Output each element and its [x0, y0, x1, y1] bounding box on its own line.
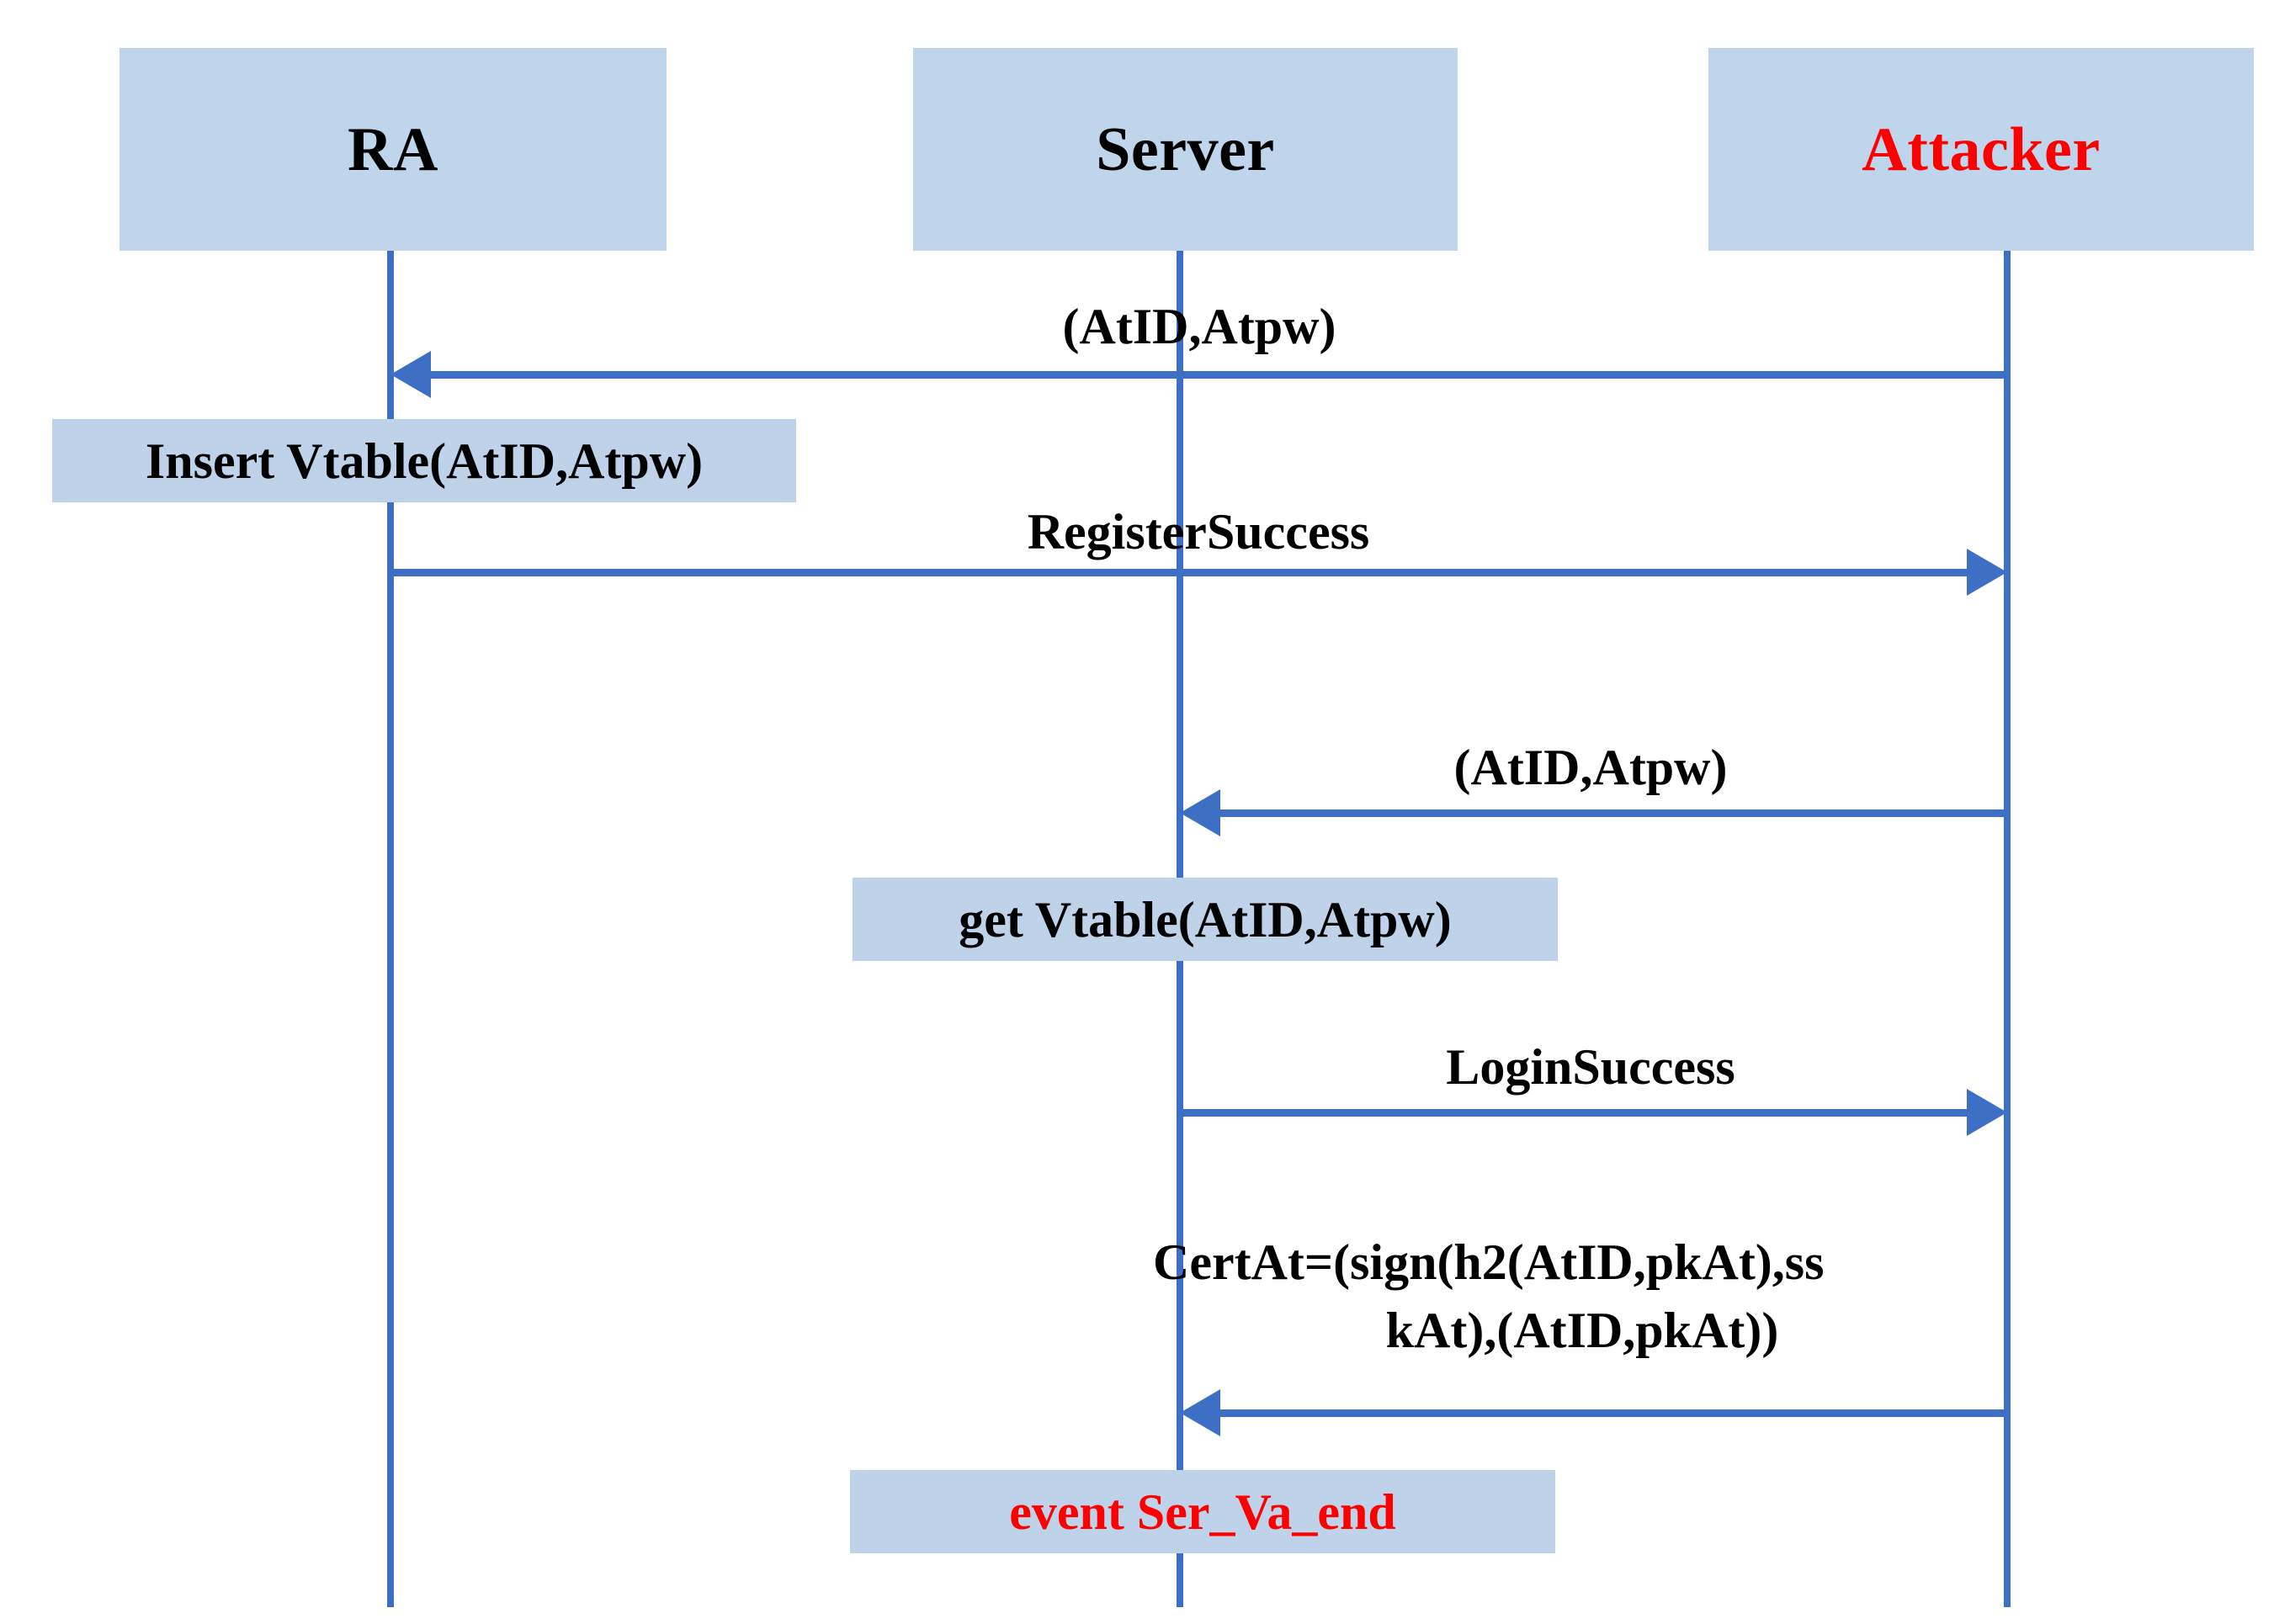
message-label-m3: (AtID,Atpw) [1453, 740, 1728, 795]
message-label-m1: (AtID,Atpw) [1062, 299, 1336, 354]
lifeline-attacker [2004, 251, 2011, 1607]
note-box-n1[interactable]: Insert Vtable(AtID,Atpw) [52, 419, 796, 502]
arrowhead-right-m2 [1967, 549, 2007, 596]
actor-label-server: Server [1096, 114, 1275, 184]
note-box-n3[interactable]: event Ser_Va_end [850, 1470, 1555, 1553]
arrowhead-right-m4 [1967, 1089, 2007, 1136]
message-label-m4: LoginSuccess [1446, 1039, 1735, 1095]
message-line-m5 [1217, 1409, 2007, 1417]
message-line-m2 [390, 569, 1970, 576]
note-box-n2[interactable]: get Vtable(AtID,Atpw) [853, 878, 1558, 961]
note-label-n2: get Vtable(AtID,Atpw) [959, 891, 1452, 947]
message-line-m4 [1180, 1109, 1970, 1117]
actor-label-ra: RA [348, 114, 438, 184]
message-label-m5-line1: CertAt=(sign(h2(AtID,pkAt),ss [1153, 1234, 1825, 1290]
actor-box-ra[interactable]: RA [120, 48, 667, 251]
actor-box-server[interactable]: Server [913, 48, 1458, 251]
arrowhead-left-m1 [390, 351, 431, 398]
message-label-m5-line2: kAt),(AtID,pkAt)) [1385, 1303, 1779, 1358]
message-line-m1 [428, 371, 2007, 379]
note-label-n3: event Ser_Va_end [1009, 1483, 1396, 1540]
message-label-m2: RegisterSuccess [1027, 504, 1370, 560]
note-label-n1: Insert Vtable(AtID,Atpw) [145, 433, 704, 489]
message-line-m3 [1217, 809, 2007, 817]
arrowhead-left-m5 [1180, 1389, 1220, 1436]
lifeline-ra [387, 251, 394, 1607]
actor-label-attacker: Attacker [1862, 114, 2101, 184]
arrowhead-left-m3 [1180, 789, 1220, 836]
actor-box-attacker[interactable]: Attacker [1708, 48, 2254, 251]
